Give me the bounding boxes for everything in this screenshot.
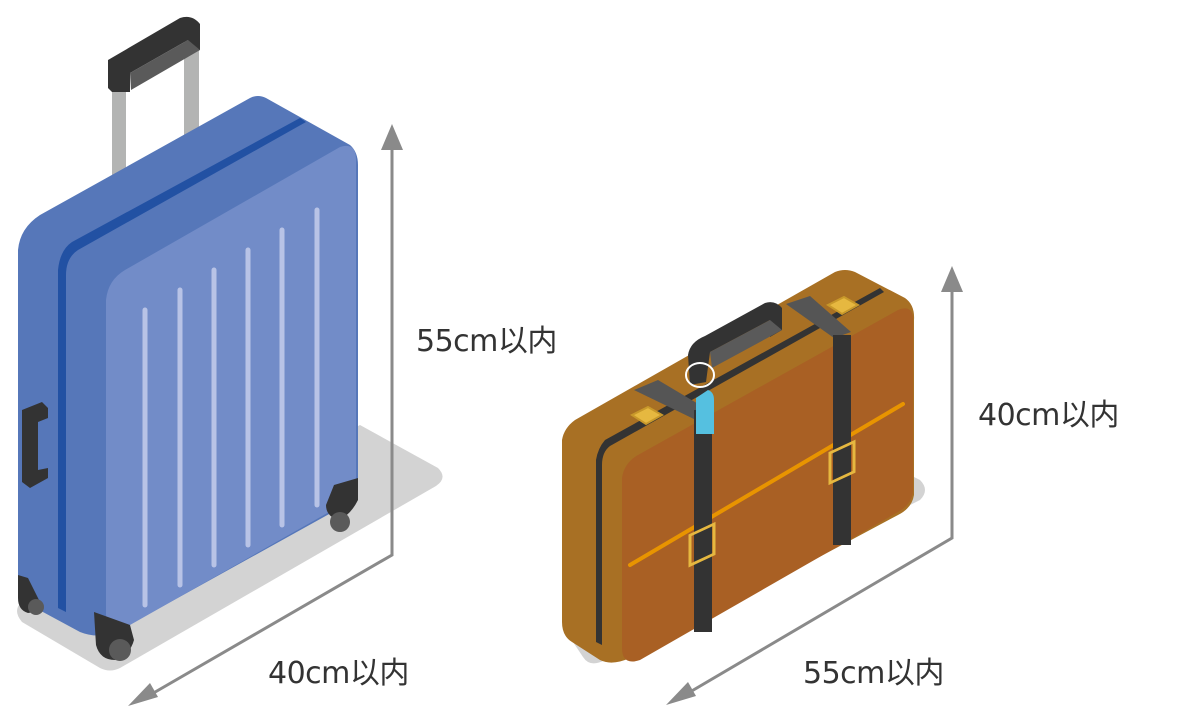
suitcase-ribs: [142, 207, 320, 608]
suitcase-width-arrowhead: [128, 683, 158, 706]
suitcase-width-label: 40cm以内: [268, 656, 409, 691]
briefcase-height-arrowhead: [941, 266, 963, 292]
briefcase-buckle-right: [828, 439, 856, 486]
luggage-tag: [696, 390, 714, 434]
briefcase-accent-line: [628, 402, 905, 567]
briefcase-strap-top-left: [634, 380, 705, 420]
briefcase-height-arrow: [689, 290, 954, 694]
briefcase-strap-left: [694, 410, 712, 632]
briefcase-buckle-left: [688, 521, 716, 568]
suitcase-height-arrow: [149, 148, 394, 697]
briefcase-clasp-left: [629, 405, 665, 426]
suitcase-height-label: 55cm以内: [416, 324, 557, 359]
luggage-tag-loop: [685, 362, 715, 388]
suitcase-dimension-arrows: [149, 148, 394, 697]
briefcase-width-arrowhead: [666, 682, 696, 705]
briefcase-strap-right: [833, 335, 851, 545]
briefcase-strap-top-right: [786, 296, 851, 338]
suitcase-height-arrowhead: [381, 124, 403, 150]
briefcase-clasp-right: [825, 295, 861, 316]
briefcase: [562, 270, 925, 664]
briefcase-handle: [688, 302, 782, 385]
suitcase-front-panel: [106, 145, 356, 630]
briefcase-dimension-arrows: [689, 290, 954, 694]
suitcase-wheels: [18, 478, 358, 661]
briefcase-width-label: 55cm以内: [803, 656, 944, 691]
briefcase-height-label: 40cm以内: [978, 398, 1119, 433]
side-carry-handle: [22, 402, 48, 488]
suitcase: [17, 16, 443, 671]
